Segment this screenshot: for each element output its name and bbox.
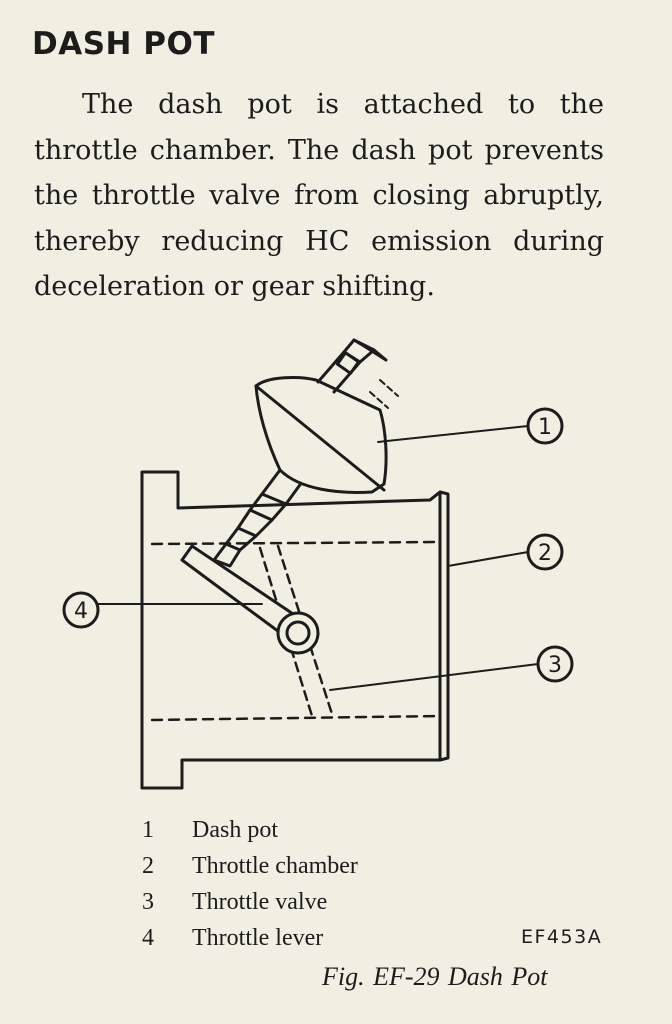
legend-item: 4 Throttle lever <box>142 920 358 956</box>
legend-item: 1 Dash pot <box>142 812 358 848</box>
legend-label: Throttle chamber <box>192 853 358 879</box>
legend-number: 3 <box>142 889 154 915</box>
legend-number: 4 <box>142 925 154 951</box>
callout-3: 3 <box>548 653 562 678</box>
legend-label: Throttle lever <box>192 925 324 951</box>
callout-2: 2 <box>538 541 552 566</box>
legend-number: 2 <box>142 853 154 879</box>
legend-number: 1 <box>142 817 154 843</box>
callout-1: 1 <box>538 415 552 440</box>
figure-legend: 1 Dash pot 2 Throttle chamber 3 Throttle… <box>142 812 358 956</box>
section-paragraph: The dash pot is attached to the throttle… <box>34 89 604 302</box>
throttle-chamber-outline <box>140 470 442 790</box>
legend-item: 2 Throttle chamber <box>142 848 358 884</box>
figure-code: EF453A <box>521 926 603 948</box>
legend-label: Throttle valve <box>192 889 328 915</box>
section-heading: DASH POT <box>32 26 216 62</box>
figure-caption: Fig. EF-29 Dash Pot <box>322 962 548 991</box>
callout-4: 4 <box>74 599 88 624</box>
legend-label: Dash pot <box>192 817 278 843</box>
legend-item: 3 Throttle valve <box>142 884 358 920</box>
dash-pot-diagram: 1 2 3 4 <box>62 338 574 790</box>
